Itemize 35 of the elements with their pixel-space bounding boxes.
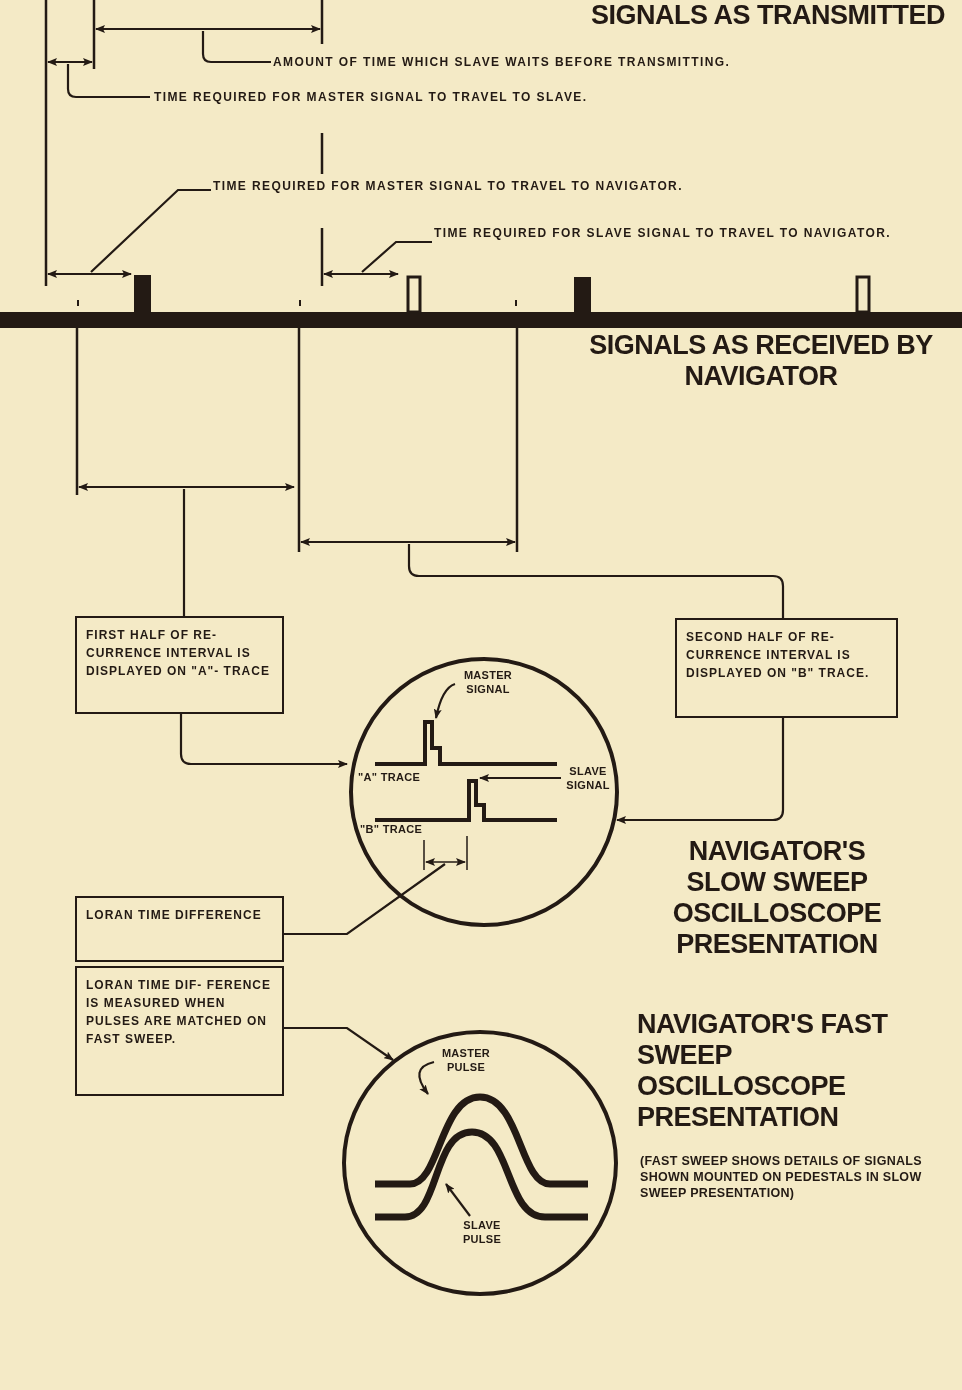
leader-line [90,188,211,273]
text-box: SECOND HALF OF RE- CURRENCE INTERVAL IS DISPLAYED ON "B" TRACE. [675,618,898,718]
section-heading: SIGNALS AS RECEIVED BY NAVIGATOR [588,330,934,392]
pulse-label: SLAVE PULSE [452,1218,512,1246]
arrow [434,683,456,719]
arrow [616,718,785,824]
trace-label: "A" TRACE [358,770,421,784]
oscilloscope-screen [349,657,619,927]
signal-label: SLAVE SIGNAL [564,764,612,792]
arrow [284,1026,394,1061]
signal-label: MASTER SIGNAL [455,668,521,696]
leader-line [66,64,150,99]
note-text: (FAST SWEEP SHOWS DETAILS OF SIGNALS SHOWN MOUNTED ON PEDESTALS IN SLOW SWEEP PRESENTATION) [640,1153,923,1201]
annotation-text: TIME REQUIRED FOR MASTER SIGNAL TO TRAVEL TO SLAVE. [154,90,588,105]
trace-label: "B" TRACE [360,822,423,836]
leader-line [182,489,186,616]
section-heading: SIGNALS AS TRANSMITTED [590,0,945,31]
leader-line [201,31,271,64]
pulse-label: MASTER PULSE [436,1046,496,1074]
arrow [445,1183,471,1217]
annotation-text: TIME REQUIRED FOR MASTER SIGNAL TO TRAVEL TO NAVIGATOR. [213,179,683,194]
annotation-text: TIME REQUIRED FOR SLAVE SIGNAL TO TRAVEL TO NAVIGATOR. [434,226,891,241]
leader-line [361,240,432,273]
annotation-text: AMOUNT OF TIME WHICH SLAVE WAITS BEFORE TRANSMITTING. [273,55,731,70]
text-box: LORAN TIME DIF- FERENCE IS MEASURED WHEN PULSES ARE MATCHED ON FAST SWEEP. [75,966,284,1096]
text-box: FIRST HALF OF RE- CURRENCE INTERVAL IS DISPLAYED ON "A"- TRACE [75,616,284,714]
arrow [479,774,561,782]
panel-heading: NAVIGATOR'S FAST SWEEP OSCILLOSCOPE PRESENTATION [637,1009,889,1133]
leader-line [407,544,785,618]
arrow [418,1060,435,1095]
panel-heading: NAVIGATOR'S SLOW SWEEP OSCILLOSCOPE PRESENTATION [671,836,883,960]
oscilloscope-screen [342,1030,618,1296]
text-box: LORAN TIME DIFFERENCE [75,896,284,962]
arrow [179,714,348,768]
leader-line [284,863,446,936]
